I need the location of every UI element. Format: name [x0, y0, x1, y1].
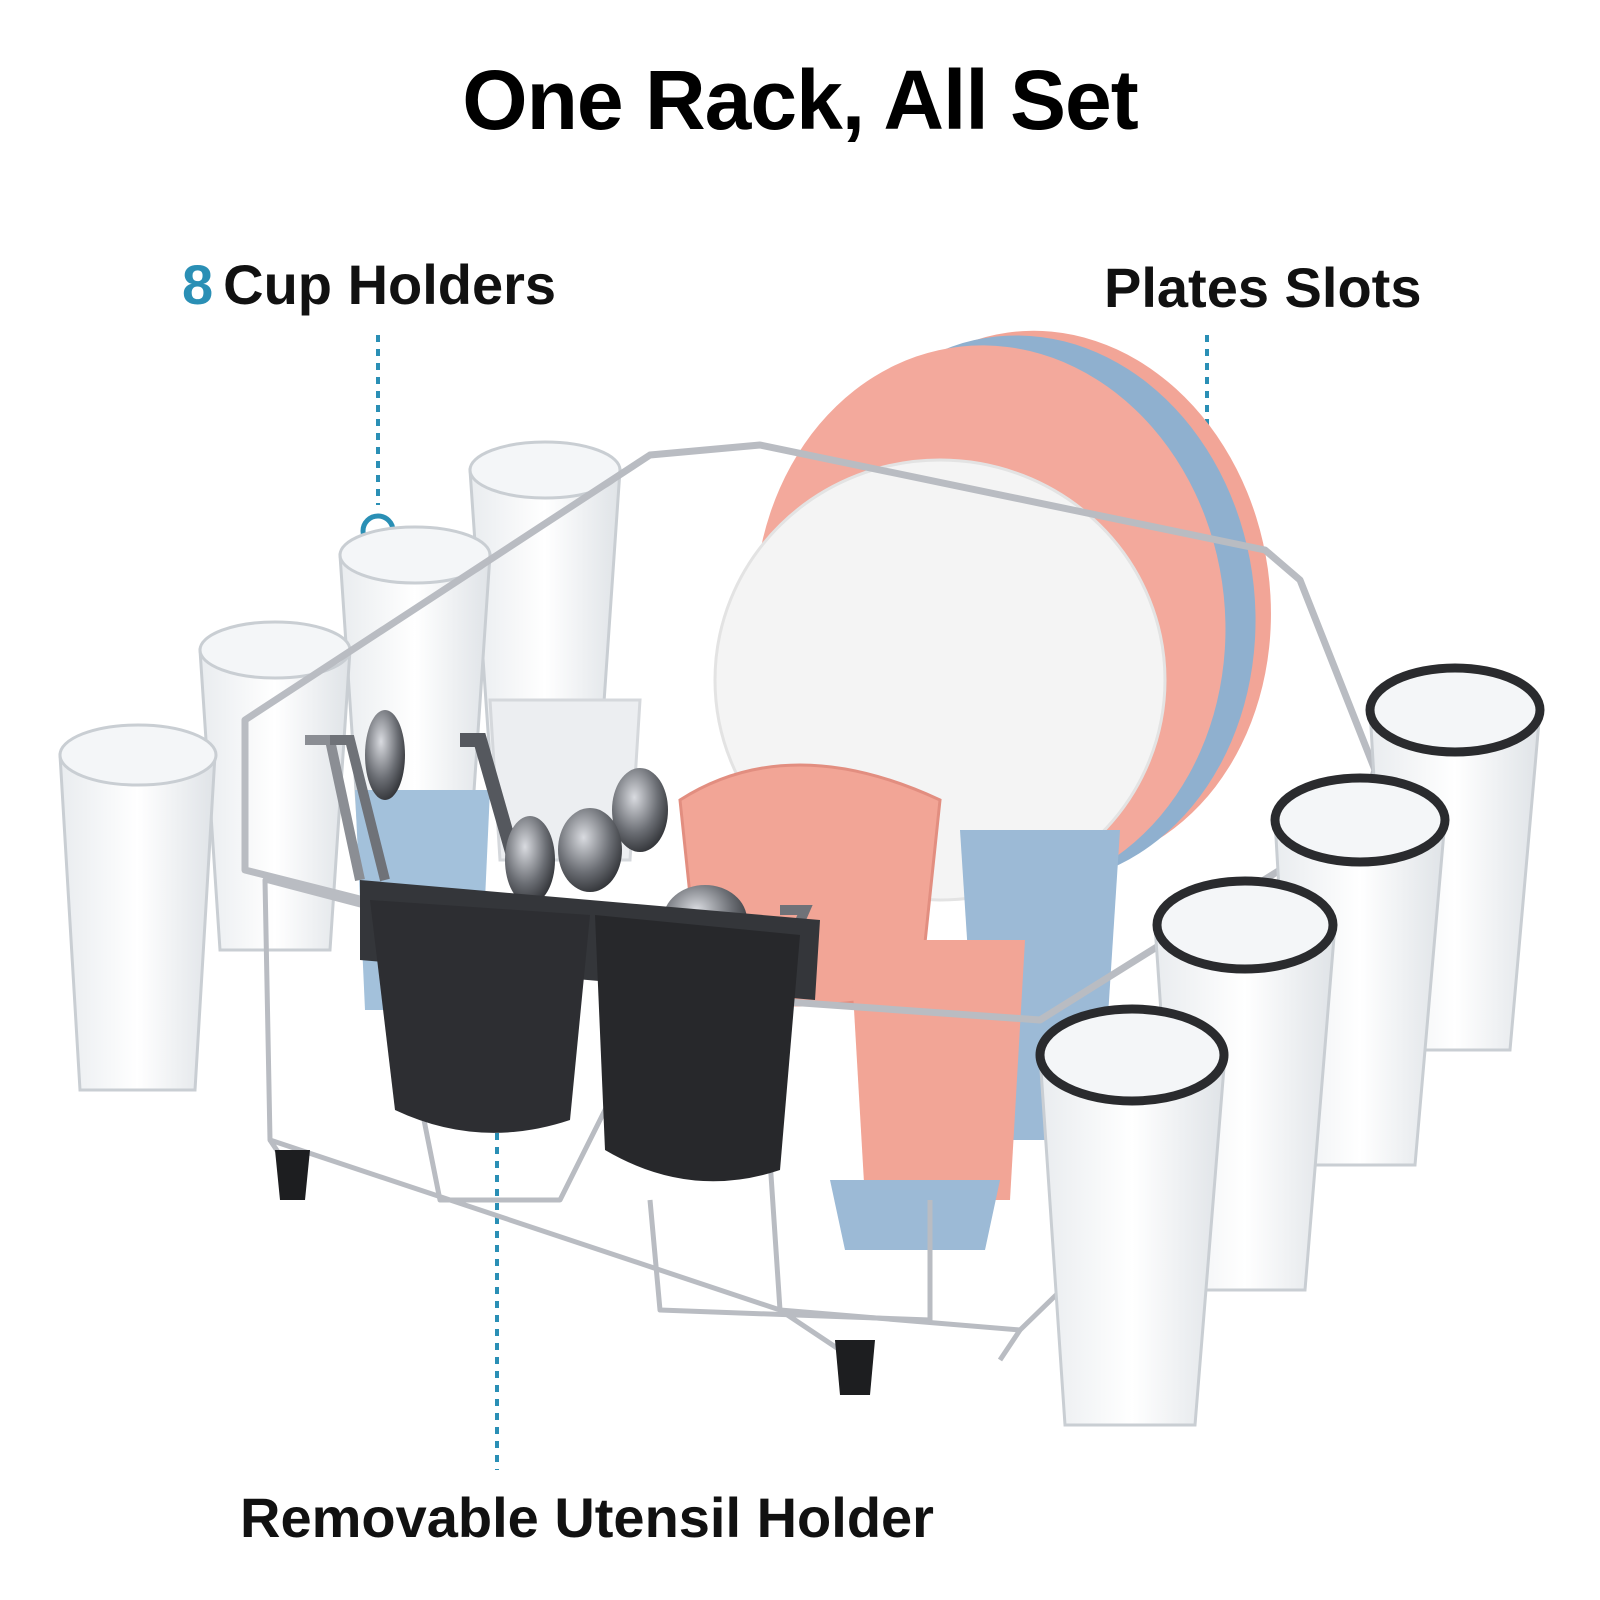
caddy-left-cup	[370, 900, 590, 1133]
page-title: One Rack, All Set	[462, 53, 1138, 147]
utensil-caddy	[360, 880, 820, 1182]
plates-slots-label: Plates Slots	[1104, 256, 1422, 319]
glass-8	[1038, 1053, 1227, 1427]
foot-center	[835, 1340, 875, 1395]
utensil-holder-label: Removable Utensil Holder	[240, 1486, 934, 1549]
spoon-4	[505, 816, 555, 904]
spoon-3	[558, 808, 622, 892]
knife-1	[460, 733, 527, 882]
glass-4	[58, 753, 217, 1092]
right-glasses	[1035, 663, 1545, 1427]
spoon-2	[612, 768, 668, 852]
fork-2	[330, 735, 390, 882]
spoon-1	[365, 710, 405, 800]
rack-feet	[275, 1150, 875, 1395]
cup-holders-count: 8	[182, 253, 214, 316]
blue-cup-bottom	[830, 1180, 1000, 1250]
caddy-right-cup	[595, 915, 800, 1182]
glass-3	[198, 648, 352, 952]
foot-left	[275, 1150, 310, 1200]
pink-cup	[850, 940, 1025, 1200]
cup-holders-text: Cup Holders	[223, 253, 557, 316]
